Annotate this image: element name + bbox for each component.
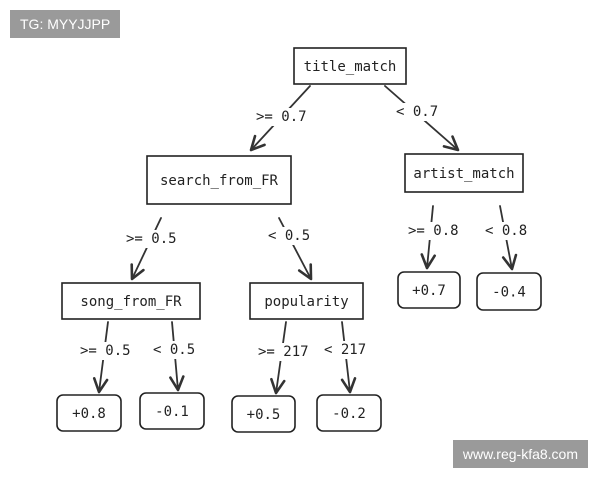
edge-label-background [78, 342, 133, 360]
leaf-node-leaf-m02: -0.2 [316, 394, 382, 432]
leaf-node-leaf-p05: +0.5 [231, 395, 296, 433]
leaf-box [397, 271, 461, 309]
node-box [293, 47, 407, 85]
node-box [249, 282, 364, 320]
edge-label-background [151, 341, 198, 359]
split-node-title-match: title_match [293, 47, 407, 85]
leaf-value: -0.1 [155, 404, 189, 420]
edge-artist_match-to-leaf_m04: < 0.8 [483, 205, 530, 271]
leaf-value: +0.7 [412, 283, 446, 299]
leaf-box [56, 394, 122, 432]
site-watermark: www.reg-kfa8.com [452, 440, 588, 468]
leaf-node-leaf-m04: -0.4 [476, 272, 542, 311]
leaf-node-leaf-p07: +0.7 [397, 271, 461, 309]
leaf-value: -0.4 [492, 285, 526, 301]
edge-condition-label: >= 0.5 [126, 231, 177, 247]
leaf-box [316, 394, 382, 432]
node-feature-label: popularity [264, 294, 348, 310]
edge-label-background [124, 230, 179, 248]
leaf-node-leaf-p08: +0.8 [56, 394, 122, 432]
edge-title_match-to-artist_match: < 0.7 [384, 85, 460, 152]
edge-condition-label: >= 217 [258, 344, 309, 360]
edge-label-background [266, 227, 313, 245]
leaf-box [476, 272, 542, 311]
edge-condition-label: < 0.5 [268, 228, 310, 244]
edge-condition-label: < 0.8 [485, 223, 527, 239]
leaf-value: +0.8 [72, 406, 106, 422]
split-node-artist-match: artist_match [404, 153, 524, 193]
node-box [146, 155, 292, 205]
edge-condition-label: < 217 [324, 342, 366, 358]
edge-search_from_FR-to-song_from_FR: >= 0.5 [124, 217, 179, 281]
edge-label-background [483, 222, 530, 240]
node-box [404, 153, 524, 193]
node-feature-label: song_from_FR [80, 294, 182, 310]
edge-artist_match-to-leaf_p07: >= 0.8 [406, 205, 461, 270]
split-node-search-from-FR: search_from_FR [146, 155, 292, 205]
node-feature-label: artist_match [413, 166, 514, 182]
edge-arrow [130, 217, 162, 281]
edge-search_from_FR-to-popularity: < 0.5 [266, 217, 313, 281]
leaf-box [139, 392, 205, 430]
edge-condition-label: >= 0.8 [408, 223, 459, 239]
edge-label-background [322, 341, 369, 359]
edge-condition-label: < 0.5 [153, 342, 195, 358]
edge-label-background [256, 343, 311, 361]
split-node-song-from-FR: song_from_FR [61, 282, 201, 320]
edge-song_from_FR-to-leaf_p08: >= 0.5 [78, 321, 133, 394]
leaf-box [231, 395, 296, 433]
node-box [61, 282, 201, 320]
edge-label-background [406, 222, 461, 240]
edge-song_from_FR-to-leaf_m01: < 0.5 [151, 321, 198, 392]
node-feature-label: title_match [304, 59, 397, 75]
telegram-watermark: TG: MYYJJPP [10, 10, 121, 38]
edge-condition-label: < 0.7 [396, 104, 438, 120]
edge-popularity-to-leaf_m02: < 217 [322, 321, 369, 394]
edge-label-background [254, 108, 309, 126]
leaf-node-leaf-m01: -0.1 [139, 392, 205, 430]
edge-title_match-to-search_from_FR: >= 0.7 [249, 85, 311, 152]
edge-label-background [394, 103, 441, 121]
edge-popularity-to-leaf_p05: >= 217 [256, 321, 311, 395]
split-node-popularity: popularity [249, 282, 364, 320]
leaf-value: +0.5 [247, 407, 281, 423]
leaf-value: -0.2 [332, 406, 366, 422]
edge-condition-label: >= 0.7 [256, 109, 307, 125]
node-feature-label: search_from_FR [160, 173, 279, 189]
edge-condition-label: >= 0.5 [80, 343, 131, 359]
